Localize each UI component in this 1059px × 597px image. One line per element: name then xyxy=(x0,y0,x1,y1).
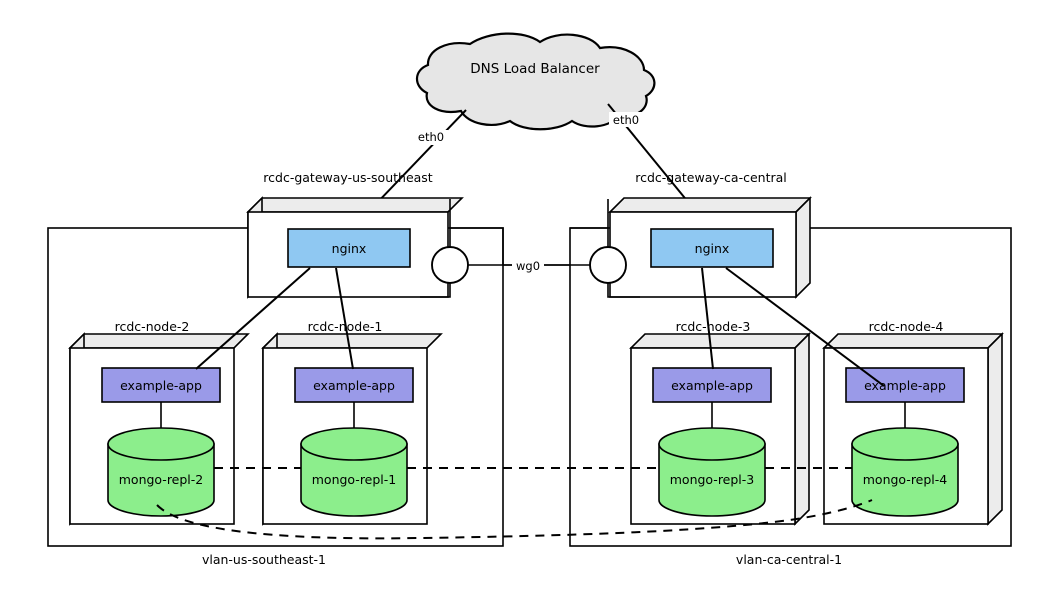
node-rcdc-node-4[interactable]: rcdc-node-4 example-app mongo-repl-4 xyxy=(822,319,1004,526)
edge-label-eth0-right: eth0 xyxy=(613,113,639,127)
gateway-ca-central-nginx[interactable] xyxy=(650,228,774,268)
node-rcdc-node-3-db[interactable] xyxy=(658,427,766,517)
vlan-us-southeast-label: vlan-us-southeast-1 xyxy=(202,552,326,567)
gateway-ca-central-nginx-label: nginx xyxy=(695,241,730,256)
link-nginx-right-to-app-node3 xyxy=(701,267,714,370)
node-rcdc-node-3-db-label: mongo-repl-3 xyxy=(670,472,755,487)
node-rcdc-node-3[interactable]: rcdc-node-3 example-app mongo-repl-3 xyxy=(629,319,811,526)
node-rcdc-node-3-label: rcdc-node-3 xyxy=(676,319,751,334)
wg0-tunnel: wg0 xyxy=(420,199,640,298)
edge-label-eth0-left: eth0 xyxy=(418,130,444,144)
node-rcdc-node-2-db-label: mongo-repl-2 xyxy=(119,472,204,487)
dns-load-balancer-cloud[interactable]: DNS Load Balancer xyxy=(415,32,656,131)
mongo-replication-links xyxy=(156,467,873,540)
cloud-label: DNS Load Balancer xyxy=(470,61,600,77)
gateway-ca-central[interactable]: rcdc-gateway-ca-central nginx xyxy=(608,170,812,299)
link-nginx-left-to-app-node1 xyxy=(335,267,354,370)
node-rcdc-node-1-db[interactable] xyxy=(300,427,408,517)
node-rcdc-node-2[interactable]: rcdc-node-2 example-app mongo-repl-2 xyxy=(68,319,250,526)
node-rcdc-node-4-app-label: example-app xyxy=(864,378,946,393)
node-rcdc-node-3-app[interactable] xyxy=(652,367,772,403)
edge-label-wg0: wg0 xyxy=(516,259,540,273)
node-rcdc-node-2-db[interactable] xyxy=(107,427,215,517)
link-nginx-right-to-app-node4 xyxy=(725,267,885,387)
node-rcdc-node-2-label: rcdc-node-2 xyxy=(115,319,190,334)
node-rcdc-node-4-label: rcdc-node-4 xyxy=(869,319,944,334)
gateway-us-southeast[interactable]: rcdc-gateway-us-southeast nginx xyxy=(246,170,464,299)
gateway-ca-central-label: rcdc-gateway-ca-central xyxy=(635,170,787,185)
node-rcdc-node-1-app-label: example-app xyxy=(313,378,395,393)
link-nginx-left-to-app-node2 xyxy=(195,267,311,370)
gateway-us-southeast-nginx[interactable] xyxy=(287,228,411,268)
vlan-ca-central-label: vlan-ca-central-1 xyxy=(736,552,842,567)
node-rcdc-node-2-app-label: example-app xyxy=(120,378,202,393)
node-rcdc-node-2-app[interactable] xyxy=(101,367,221,403)
wg0-endpoint-left[interactable] xyxy=(431,246,469,284)
node-rcdc-node-1-db-label: mongo-repl-1 xyxy=(312,472,397,487)
gateway-us-southeast-nginx-label: nginx xyxy=(332,241,367,256)
node-rcdc-node-4-app[interactable] xyxy=(845,367,965,403)
node-rcdc-node-4-db-label: mongo-repl-4 xyxy=(863,472,948,487)
node-rcdc-node-3-app-label: example-app xyxy=(671,378,753,393)
node-rcdc-node-1-app[interactable] xyxy=(294,367,414,403)
wg0-endpoint-right[interactable] xyxy=(589,246,627,284)
gateway-us-southeast-label: rcdc-gateway-us-southeast xyxy=(263,170,433,185)
node-rcdc-node-4-db[interactable] xyxy=(851,427,959,517)
node-rcdc-node-1[interactable]: rcdc-node-1 example-app mongo-repl-1 xyxy=(261,319,443,526)
